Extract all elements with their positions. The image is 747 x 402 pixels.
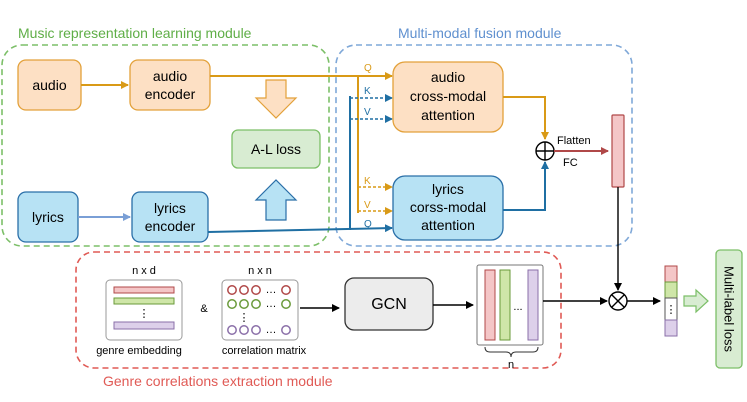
lyrics-attention-label-2: corss-modal: [410, 199, 486, 215]
audio-v-label: V: [364, 107, 371, 118]
correlation-matrix-label: correlation matrix: [222, 345, 307, 357]
al-loss-label: A-L loss: [251, 141, 301, 157]
correlation-matrix-frame: [221, 279, 299, 341]
lyrics-attention-box: [392, 175, 504, 241]
prediction-vdots: ⋮: [666, 304, 677, 316]
correlation-cell-0-3: [281, 285, 291, 295]
gcn-output-vector-n: [527, 269, 539, 341]
audio-attention-to-plus: [503, 96, 549, 140]
music-module-frame: [1, 44, 330, 247]
audio-label: audio: [32, 77, 66, 93]
genre-module-frame: [75, 251, 562, 369]
lyrics-k-label: K: [364, 176, 371, 187]
lyrics-encoder-label: lyrics: [154, 200, 186, 216]
prediction-seg-1: [664, 265, 678, 283]
correlation-cell-0-1: [239, 285, 249, 295]
correlation-cell-2-0: [227, 325, 237, 335]
audio-k-label: K: [364, 86, 371, 97]
lyrics-q-label: Q: [364, 219, 372, 230]
multi-label-loss-box: [715, 249, 743, 369]
lyrics-attention-to-plus: [503, 161, 549, 211]
genre-embedding-label: genre embedding: [96, 345, 182, 357]
prediction-to-loss-block-arrow: [683, 288, 709, 314]
gcn-output-n-label: n: [508, 359, 514, 371]
correlation-cell-2-1: [239, 325, 249, 335]
embedding-row-2: [113, 297, 175, 305]
flatten-label: Flatten: [557, 135, 591, 147]
music-module-title: Music representation learning module: [18, 25, 252, 41]
audio-q-label: Q: [364, 63, 372, 74]
audio-to-loss-block-arrow: [254, 79, 298, 119]
multi-label-loss-label: Multi-label loss: [722, 266, 737, 352]
gcn-label: GCN: [371, 296, 407, 313]
lyrics-attention-label-1: lyrics: [432, 181, 464, 197]
correlation-vdots: ⋮: [239, 312, 250, 324]
multiply-operator-d2: [611, 294, 625, 308]
al-loss-box: [231, 129, 321, 169]
embedding-row-n: [113, 321, 175, 330]
gcn-output-frame: [476, 264, 544, 346]
audio-encoder-label-2: encoder: [145, 86, 196, 102]
gcn-output-brace: [484, 346, 539, 358]
lyrics-label: lyrics: [32, 209, 64, 225]
lyrics-encoder-label-2: encoder: [145, 218, 196, 234]
fc-label: FC: [563, 157, 578, 169]
gcn-output-vector-1: [484, 269, 496, 341]
embedding-vdots: ⋮: [139, 308, 150, 320]
audio-attention-label-3: attention: [421, 107, 475, 123]
audio-attention-label-1: audio: [431, 69, 465, 85]
audio-attention-label-2: cross-modal: [410, 88, 486, 104]
correlation-cell-1-1: [239, 299, 249, 309]
genre-module-title: Genre correlations extraction module: [103, 373, 333, 389]
embedding-row-1: [113, 286, 175, 294]
ampersand-label: &: [200, 303, 208, 315]
fusion-module-title: Multi-modal fusion module: [398, 25, 562, 41]
correlation-cell-0-2: [251, 285, 261, 295]
correlation-hdots-1: …: [266, 284, 277, 296]
lyrics-to-loss-block-arrow: [254, 179, 298, 221]
correlation-cell-1-3: [281, 299, 291, 309]
correlation-cell-2-2: [251, 325, 261, 335]
lyrics-q-path: [207, 224, 393, 233]
correlation-cell-0-0: [227, 285, 237, 295]
nxd-label: n x d: [132, 265, 156, 277]
nxn-label: n x n: [248, 265, 272, 277]
gcn-output-ellipsis: ...: [513, 301, 522, 313]
lyrics-attention-label-3: attention: [421, 217, 475, 233]
correlation-cell-1-2: [251, 299, 261, 309]
correlation-cell-1-0: [227, 299, 237, 309]
gcn-box: [344, 277, 434, 331]
correlation-cell-2-3: [281, 325, 291, 335]
prediction-seg-2: [664, 281, 678, 299]
correlation-matrix: … … … ⋮: [221, 279, 299, 341]
gcn-output-vector-2: [499, 269, 511, 341]
lyrics-v-label: V: [364, 200, 371, 211]
audio-encoder-box: [129, 59, 211, 111]
correlation-hdots-2: …: [266, 298, 277, 310]
audio-encoder-label: audio: [153, 68, 187, 84]
lyrics-encoder-box: [131, 191, 209, 243]
fused-vector: [611, 114, 625, 188]
prediction-seg-n: [664, 319, 678, 337]
correlation-hdots-3: …: [266, 324, 277, 336]
